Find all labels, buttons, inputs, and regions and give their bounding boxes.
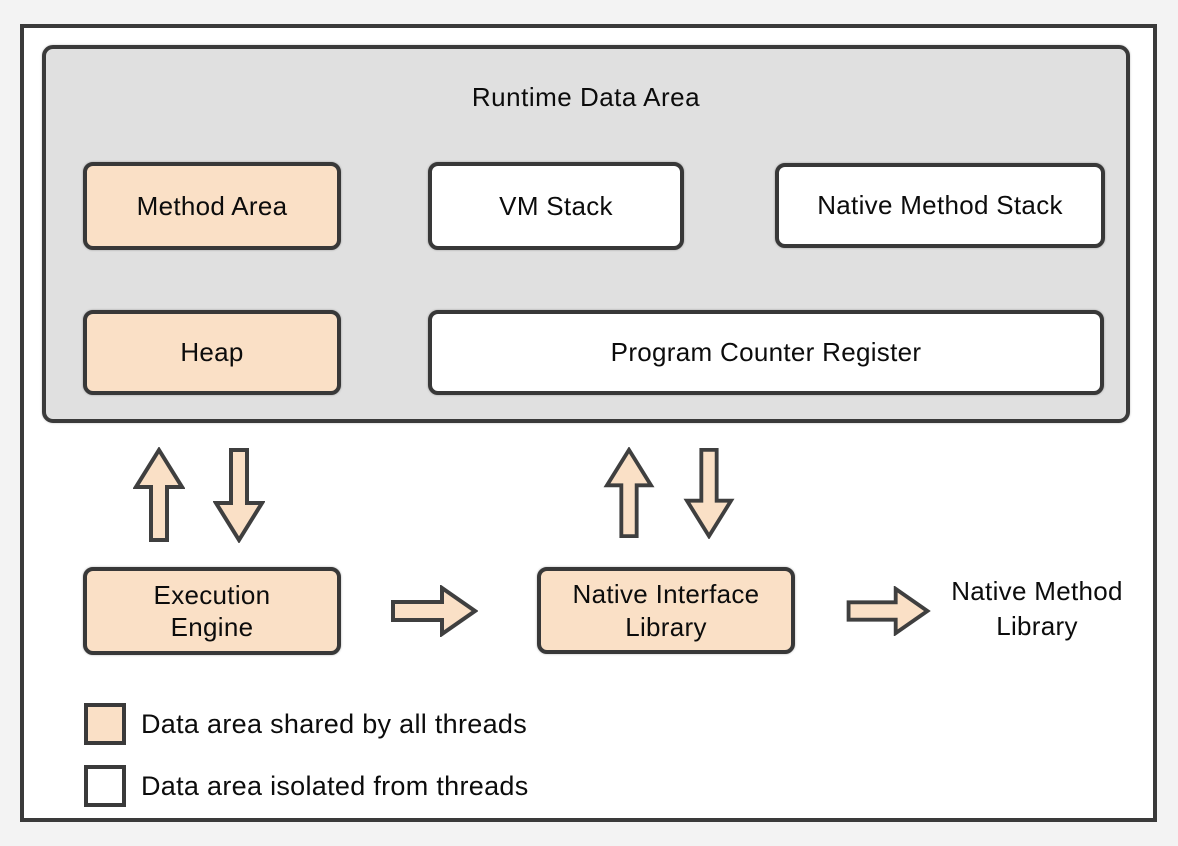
legend-label-isolated: Data area isolated from threads <box>141 771 529 801</box>
heap-label: Heap <box>180 337 244 368</box>
native-interface-library-label: Native Interface Library <box>573 578 760 643</box>
up-arrow-icon <box>133 447 185 542</box>
right-arrow-icon <box>846 586 931 636</box>
right-arrow-icon <box>391 585 478 637</box>
native-interface-library-line2: Library <box>625 611 707 642</box>
native-interface-library-line1: Native Interface <box>572 579 760 609</box>
heap-box: Heap <box>83 310 341 395</box>
vm-stack-box: VM Stack <box>428 162 684 250</box>
execution-engine-box: Execution Engine <box>83 567 341 655</box>
program-counter-register-box: Program Counter Register <box>428 310 1104 395</box>
native-method-library-label: Native Method Library <box>927 574 1147 644</box>
program-counter-register-label: Program Counter Register <box>610 337 922 368</box>
execution-engine-line1: Execution <box>153 579 271 610</box>
native-method-stack-box: Native Method Stack <box>775 163 1105 248</box>
up-arrow-icon <box>603 447 655 539</box>
native-method-library-line2: Library <box>996 611 1078 642</box>
execution-engine-label: Execution Engine <box>154 579 271 644</box>
down-arrow-icon <box>683 447 735 539</box>
legend-swatch-isolated <box>84 765 126 807</box>
native-method-stack-label: Native Method Stack <box>817 190 1063 221</box>
method-area-box: Method Area <box>83 162 341 250</box>
vm-stack-label: VM Stack <box>499 190 613 221</box>
native-method-library-line1: Native Method <box>951 576 1123 606</box>
runtime-data-area-title: Runtime Data Area <box>471 82 701 112</box>
execution-engine-line2: Engine <box>170 612 254 642</box>
legend-label-shared: Data area shared by all threads <box>141 709 528 739</box>
down-arrow-icon <box>213 448 265 543</box>
native-interface-library-box: Native Interface Library <box>537 567 795 654</box>
legend-swatch-shared <box>84 703 126 745</box>
method-area-label: Method Area <box>136 190 288 221</box>
